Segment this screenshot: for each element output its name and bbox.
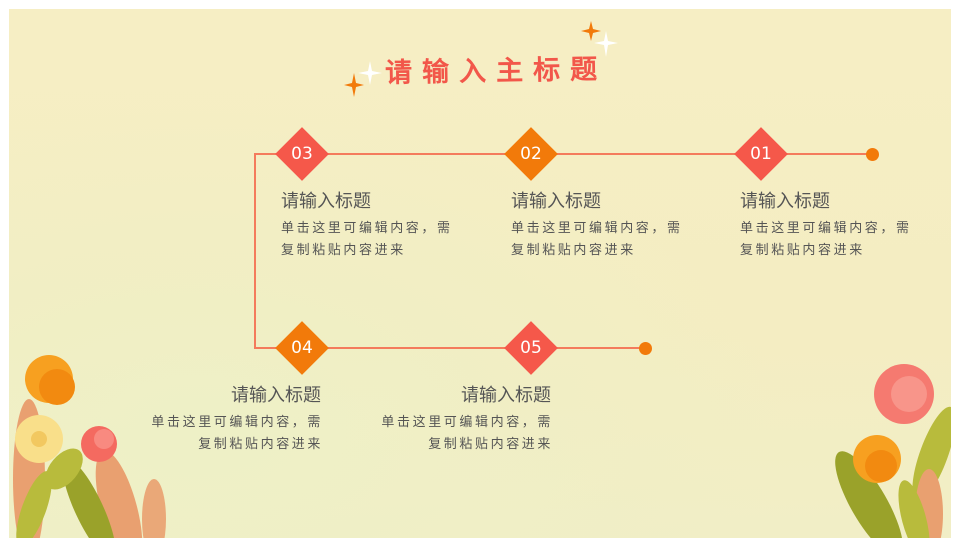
step-title[interactable]: 请输入标题 bbox=[281, 191, 371, 212]
timeline-vertical-line bbox=[254, 153, 256, 349]
step-number: 02 bbox=[520, 144, 542, 164]
sparkle-icon bbox=[581, 21, 618, 57]
timeline-top-line bbox=[255, 153, 873, 155]
step-title[interactable]: 请输入标题 bbox=[231, 385, 321, 406]
timeline-end-dot bbox=[866, 148, 879, 161]
step-desc[interactable]: 单击这里可编辑内容，需复制粘贴内容进来 bbox=[511, 218, 683, 262]
sparkle-icon bbox=[344, 61, 382, 97]
slide: 请输入主标题 03 请输入标题 单击这里可编辑内容，需复制粘贴内容进来 02 请… bbox=[9, 9, 951, 538]
step-title[interactable]: 请输入标题 bbox=[740, 191, 830, 212]
desc-line: 复制粘贴内容进来 bbox=[740, 243, 865, 258]
step-desc[interactable]: 单击这里可编辑内容，需复制粘贴内容进来 bbox=[740, 218, 912, 262]
desc-line: 复制粘贴内容进来 bbox=[198, 437, 323, 452]
desc-line: 单击这里可编辑内容，需 bbox=[281, 221, 453, 236]
step-title[interactable]: 请输入标题 bbox=[461, 385, 551, 406]
timeline-end-dot bbox=[639, 342, 652, 355]
desc-line: 复制粘贴内容进来 bbox=[428, 437, 553, 452]
desc-line: 复制粘贴内容进来 bbox=[281, 243, 406, 258]
desc-line: 单击这里可编辑内容，需 bbox=[511, 221, 683, 236]
desc-line: 单击这里可编辑内容，需 bbox=[740, 221, 912, 236]
step-title[interactable]: 请输入标题 bbox=[511, 191, 601, 212]
main-title[interactable]: 请输入主标题 bbox=[384, 54, 608, 89]
step-number: 01 bbox=[750, 144, 772, 164]
step-desc[interactable]: 单击这里可编辑内容，需复制粘贴内容进来 bbox=[151, 412, 323, 456]
desc-line: 单击这里可编辑内容，需 bbox=[151, 415, 323, 430]
step-number: 03 bbox=[291, 144, 313, 164]
desc-line: 单击这里可编辑内容，需 bbox=[381, 415, 553, 430]
step-number: 05 bbox=[520, 338, 542, 358]
step-number: 04 bbox=[291, 338, 313, 358]
flower-decoration-right bbox=[835, 364, 951, 538]
step-desc[interactable]: 单击这里可编辑内容，需复制粘贴内容进来 bbox=[281, 218, 453, 262]
desc-line: 复制粘贴内容进来 bbox=[511, 243, 636, 258]
timeline-bottom-line bbox=[255, 347, 645, 349]
step-desc[interactable]: 单击这里可编辑内容，需复制粘贴内容进来 bbox=[381, 412, 553, 456]
flower-decoration-left bbox=[13, 355, 166, 538]
